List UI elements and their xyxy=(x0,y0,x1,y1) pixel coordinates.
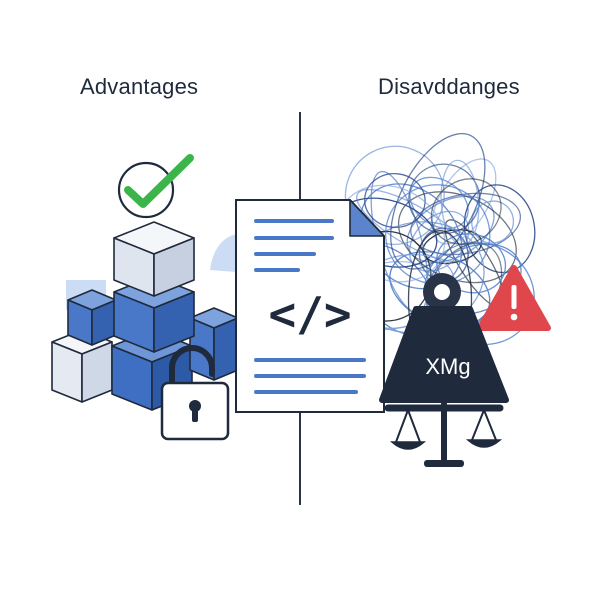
code-document-icon: </> xyxy=(235,199,385,413)
tangle-loop xyxy=(356,188,470,263)
disadvantages-heading: Disavddanges xyxy=(378,74,520,99)
advantages-heading: Advantages xyxy=(80,74,199,99)
warning-triangle-icon xyxy=(477,265,551,331)
tangle-loop xyxy=(430,178,502,245)
tangle-loop xyxy=(390,133,486,270)
tangle-loop xyxy=(364,173,426,228)
tangle-loop xyxy=(435,233,507,294)
balance-scale-icon xyxy=(384,401,504,467)
code-symbol: </> xyxy=(268,287,351,341)
checkmark-icon xyxy=(117,154,194,219)
padlock-icon xyxy=(160,345,230,441)
document-shadow xyxy=(210,234,236,272)
weight-label: XMg xyxy=(425,354,470,379)
weight-icon: XMg xyxy=(379,273,509,403)
